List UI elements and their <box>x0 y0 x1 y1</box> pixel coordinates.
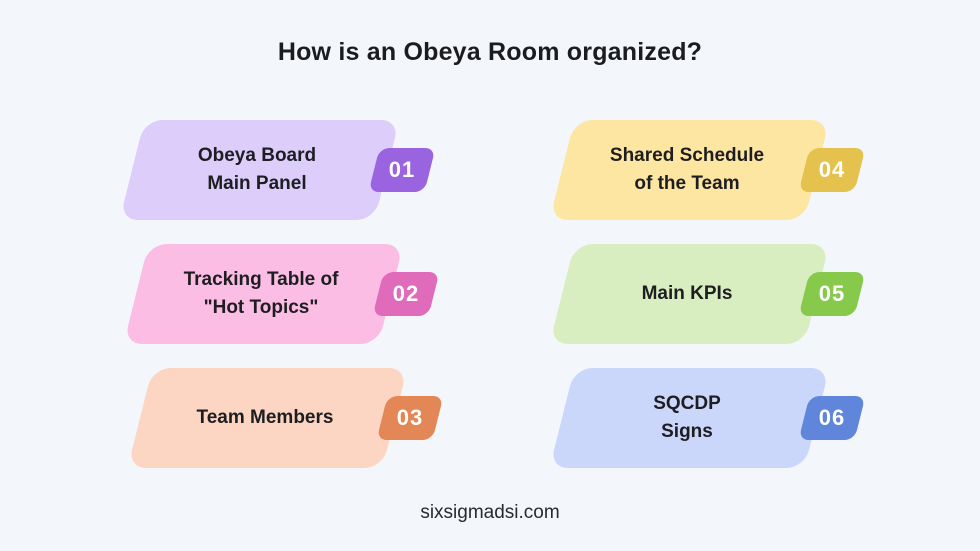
item-number: 06 <box>818 405 846 430</box>
item-label: Team Members <box>196 406 334 428</box>
item-card-04: Shared Schedule of the Team 04 <box>549 120 866 220</box>
item-card-03: Team Members 03 <box>127 368 444 468</box>
item-label: SQCDP Signs <box>653 392 721 443</box>
page-title: How is an Obeya Room organized? <box>277 38 703 66</box>
item-card-06: SQCDP Signs 06 <box>549 368 866 468</box>
item-label: Main KPIs <box>641 282 733 304</box>
item-number: 02 <box>392 281 420 306</box>
item-label: Shared Schedule of the Team <box>609 144 765 195</box>
number-badge: 03 <box>376 396 444 440</box>
item-number: 05 <box>818 281 846 306</box>
number-badge: 06 <box>798 396 866 440</box>
number-badge: 04 <box>798 148 866 192</box>
number-badge: 05 <box>798 272 866 316</box>
item-label: Obeya Board Main Panel <box>197 144 317 195</box>
item-number: 01 <box>388 157 416 182</box>
item-card-05: Main KPIs 05 <box>549 244 866 344</box>
site-url: sixsigmadsi.com <box>420 502 560 523</box>
item-number: 04 <box>818 157 846 182</box>
item-label: Tracking Table of "Hot Topics" <box>183 268 339 319</box>
item-number: 03 <box>396 405 424 430</box>
item-card-01: Obeya Board Main Panel 01 <box>119 120 436 220</box>
number-badge: 02 <box>372 272 440 316</box>
item-card-02: Tracking Table of "Hot Topics" 02 <box>123 244 440 344</box>
number-badge: 01 <box>368 148 436 192</box>
